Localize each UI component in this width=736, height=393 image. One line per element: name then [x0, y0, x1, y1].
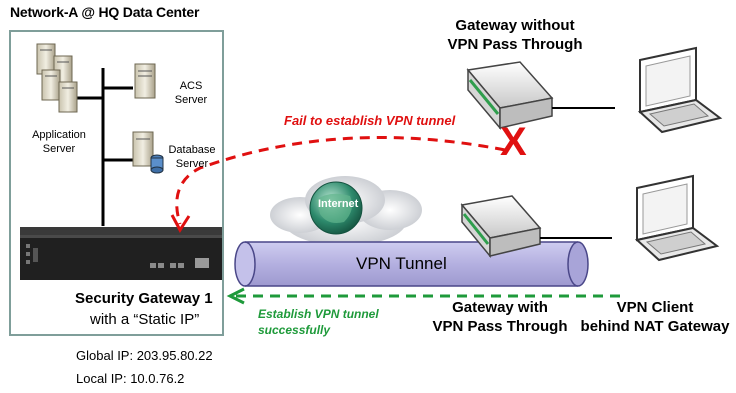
- internet-label: Internet: [318, 198, 359, 210]
- laptop-top-icon: [637, 46, 723, 134]
- blocked-x-icon: X: [500, 120, 527, 164]
- security-gateway-name: Security Gateway 1: [75, 290, 213, 307]
- hq-network-box: [9, 30, 224, 336]
- acs-server-label: ACS Server: [174, 80, 208, 106]
- acs-server-icon: [134, 63, 156, 99]
- vpn-tunnel-label: VPN Tunnel: [356, 254, 447, 273]
- network-title: Network-A @ HQ Data Center: [10, 4, 200, 20]
- gateway-with-label: Gateway with VPN Pass Through: [432, 299, 568, 335]
- network-links: [75, 68, 133, 226]
- laptop-bottom-icon: [634, 174, 720, 262]
- success-tunnel-text: Establish VPN tunnel successfully: [258, 307, 379, 337]
- database-server-icon: [132, 131, 164, 174]
- failed-tunnel-path: [170, 136, 506, 233]
- success-tunnel-path: [226, 287, 620, 305]
- gateway-without-label: Gateway without VPN Pass Through: [447, 17, 583, 53]
- gateway-with-passthrough-icon: [460, 195, 542, 259]
- fail-tunnel-text: Fail to establish VPN tunnel: [284, 113, 456, 128]
- application-server-icon: [36, 43, 78, 113]
- internet-globe-icon: [309, 181, 363, 235]
- database-server-label: Database Server: [168, 144, 216, 170]
- vpn-tunnel-pipe: [234, 241, 589, 287]
- vpn-client-label: VPN Client behind NAT Gateway: [580, 299, 730, 335]
- application-server-label: Application Server: [32, 129, 86, 155]
- gateway-without-passthrough-icon: [466, 61, 554, 131]
- security-gateway-subtitle: with a “Static IP”: [90, 311, 200, 328]
- local-ip-label: Local IP: 10.0.76.2: [76, 371, 185, 386]
- global-ip-label: Global IP: 203.95.80.22: [76, 348, 213, 363]
- security-gateway-device-icon: [20, 227, 224, 280]
